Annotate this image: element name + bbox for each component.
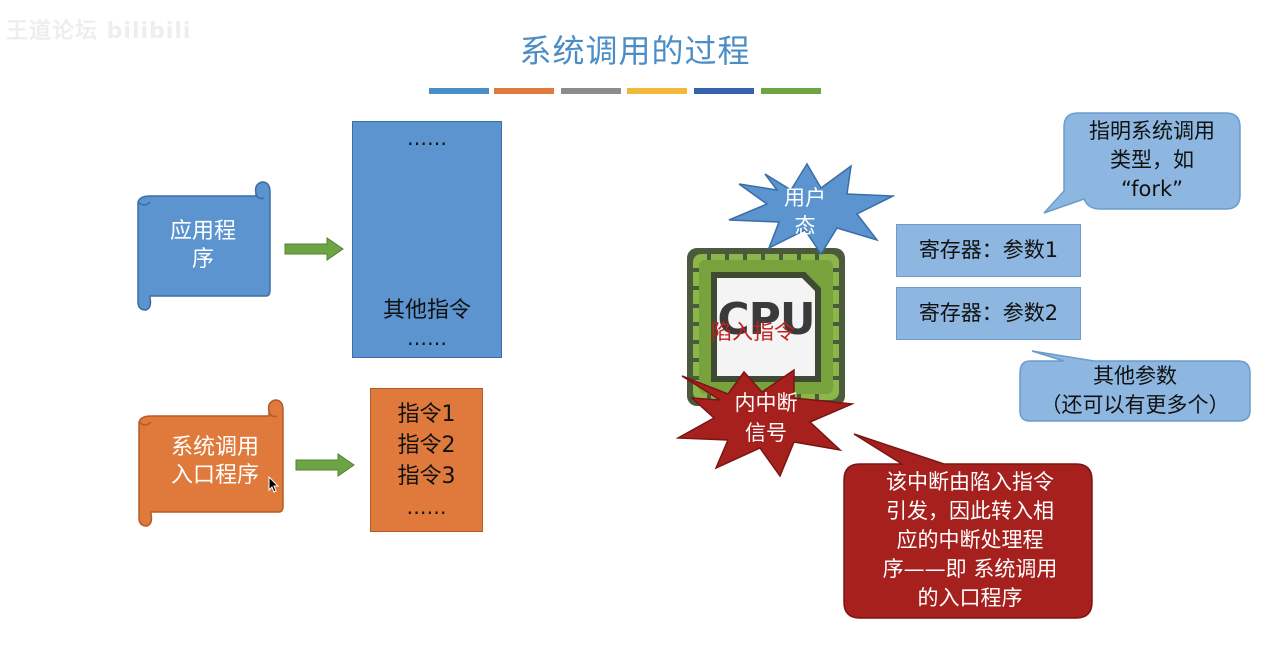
other-params-line1: 其他参数 [1093,364,1177,388]
user-mode-line1: 用户 [784,186,826,210]
app-program-scroll: 应用程 序 [130,180,275,312]
burst-shape [675,368,855,478]
title-color-bar [694,88,754,94]
explanation-line: 应的中断处理程 [896,528,1044,552]
arrow-right-icon [284,237,344,261]
explanation-line: 的入口程序 [917,586,1023,610]
title-color-bar [494,88,554,94]
register-param-1: 寄存器：参数1 [896,224,1081,277]
burst-shape [728,162,896,256]
watermark-logo: 王道论坛 bilibili [6,19,192,44]
title-color-bar [761,88,821,94]
syscall-scroll-label-line2: 入口程序 [170,463,259,488]
instruction-line: 指令3 [397,464,456,489]
callout-shape [843,433,1093,619]
arrow-right-icon [295,453,355,477]
syscall-scroll-label-line1: 系统调用 [170,435,259,460]
callout-shape [1043,112,1241,214]
app-scroll-label-line2: 序 [191,247,214,272]
fork-callout-line3: “fork” [1120,177,1184,201]
fork-callout: 指明系统调用 类型，如 “fork” [1040,111,1242,215]
callout-shape [1019,350,1251,422]
explanation-line: 引发，因此转入相 [886,499,1054,523]
syscall-entry-scroll: 系统调用 入口程序 [135,396,287,528]
fork-callout-line2: 类型，如 [1110,148,1194,172]
explanation-line: 序——即 系统调用 [882,557,1058,581]
interrupt-line1: 内中断 [734,391,798,415]
cpu-chip-icon [687,248,845,406]
mouse-cursor-icon [268,476,280,493]
page-title: 系统调用的过程 [519,32,751,70]
app-scroll-label-line1: 应用程 [169,219,236,244]
user-mode-line2: 态 [794,214,816,238]
syscall-instruction-block: 指令1 指令2 指令3 …… [370,388,483,532]
explanation-line: 该中断由陷入指令 [886,470,1054,494]
ellipsis-text: …… [407,326,447,350]
instruction-line: 指令1 [397,402,456,427]
other-params-line2: （还可以有更多个） [1040,393,1230,417]
scroll-shape [138,399,284,527]
instruction-line: 指令2 [397,433,456,458]
trap-instruction-label: 陷入指令 [711,320,795,344]
register-param-2: 寄存器：参数2 [896,287,1081,340]
title-color-bar [561,88,621,94]
cpu-label: CPU [717,294,815,345]
cpu-chip: CPU 陷入指令 [685,246,847,408]
interrupt-signal-burst: 内中断 信号 [675,368,856,478]
ellipsis-text: …… [407,126,447,150]
scroll-shape [137,181,271,311]
other-instructions-text: 其他指令 [382,298,471,323]
interrupt-line2: 信号 [745,421,787,445]
title-color-bar [429,88,489,94]
user-mode-burst: 用户 态 [725,162,896,257]
interrupt-explanation-callout: 该中断由陷入指令 引发，因此转入相 应的中断处理程 序——即 系统调用 的入口程… [840,430,1096,620]
app-instruction-block: …… 其他指令 …… [352,121,502,358]
fork-callout-line1: 指明系统调用 [1089,119,1215,143]
ellipsis-text: …… [406,495,447,519]
title-color-bar [627,88,687,94]
other-params-callout: 其他参数 （还可以有更多个） [1018,349,1252,423]
